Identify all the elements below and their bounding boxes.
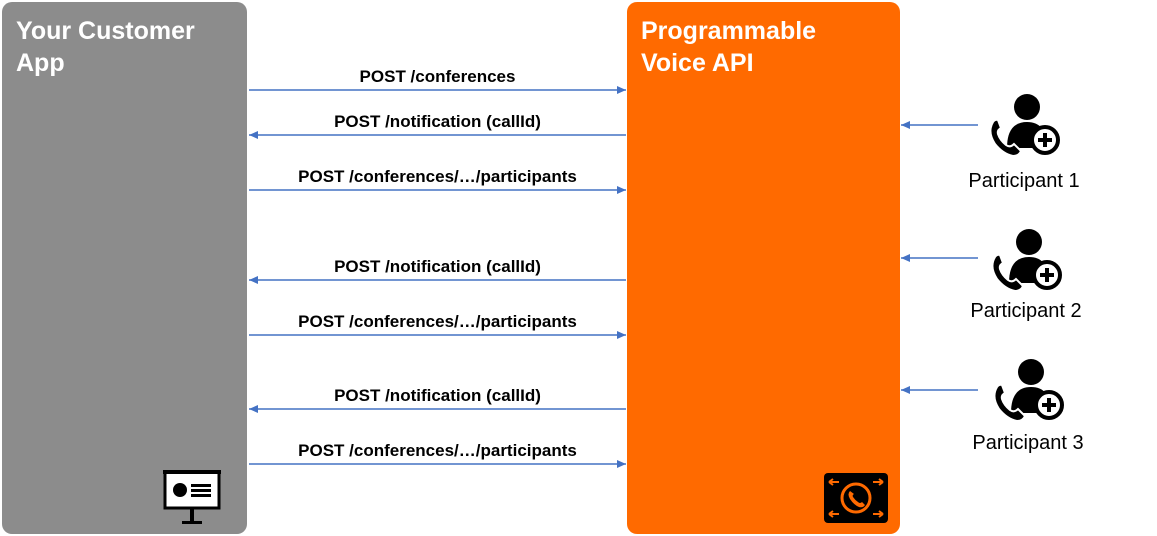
voice-api-title: Programmable Voice API [641,17,817,77]
participant-arrow [901,386,978,394]
add-participant-icon [991,229,1062,293]
participant-label: Participant 1 [968,170,1080,192]
message-arrow [249,405,626,413]
voice-api-panel: Programmable Voice API [627,2,900,534]
message-arrow [249,331,626,339]
message-arrow [249,131,626,139]
participant-arrow [901,254,978,262]
phone-routing-icon [824,473,888,523]
message-label: POST /notification (callId) [334,386,541,405]
message-label: POST /notification (callId) [334,112,541,131]
message-label: POST /conferences/…/participants [298,167,577,186]
participant-label: Participant 2 [970,300,1082,322]
customer-app-panel: Your Customer App [2,2,247,534]
message-arrow [249,460,626,468]
add-participant-icon [989,94,1060,158]
message-label: POST /conferences/…/participants [298,312,577,331]
add-participant-icon [993,359,1064,423]
message-label: POST /conferences/…/participants [298,441,577,460]
customer-app-title: Your Customer App [16,17,195,77]
presentation-board-icon [163,470,221,524]
message-arrow [249,186,626,194]
message-arrow [249,276,626,284]
message-label: POST /conferences [360,67,516,86]
message-arrow [249,86,626,94]
participant-arrow [901,121,978,129]
participant-label: Participant 3 [972,432,1084,454]
message-label: POST /notification (callId) [334,257,541,276]
